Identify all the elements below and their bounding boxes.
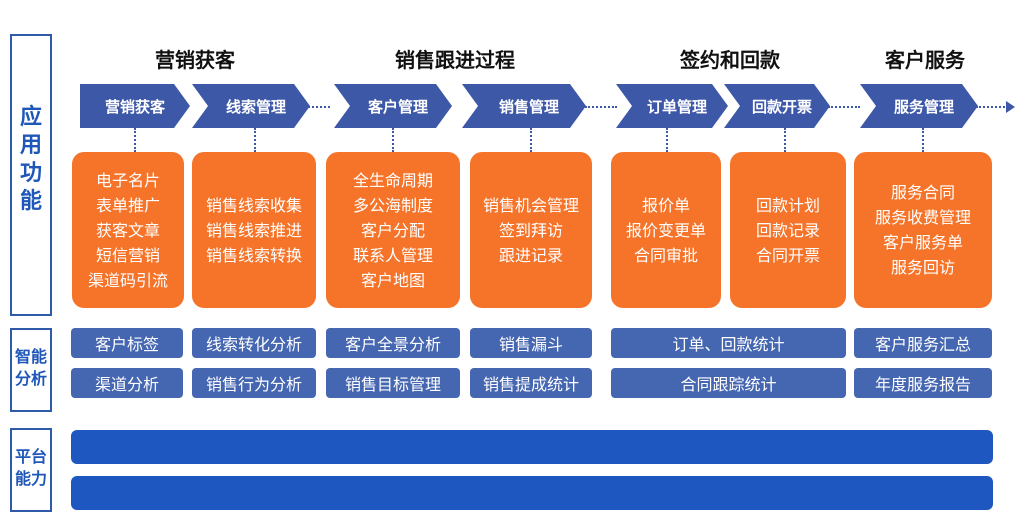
analytics-pill: 渠道分析 [71,368,183,398]
section-platform-label: 平台能力 [14,447,47,488]
flow-connector [300,106,330,108]
card-item: 获客文章 [95,220,160,240]
platform-bar-text [71,430,993,464]
card-item: 服务收费管理 [874,208,971,227]
card-item: 服务回访 [890,258,955,277]
card-item: 表单推广 [95,195,160,215]
flow-step-leads: 线索管理 [192,84,310,128]
card-customers: 全生命周期 多公海制度 客户分配 联系人管理 客户地图 [326,152,460,308]
flow-step-orders: 订单管理 [616,84,728,128]
analytics-pill: 订单、回款统计 [611,328,846,358]
card-item: 跟进记录 [498,245,563,265]
card-item: 报价单 [641,195,690,215]
analytics-pill: 合同跟踪统计 [611,368,846,398]
section-analytics-box [10,328,52,412]
card-item: 销售机会管理 [482,195,579,215]
section-app-label: 应用功能 [19,105,42,214]
card-connector [784,128,786,152]
card-item: 合同审批 [633,245,698,265]
flow-step-marketing: 营销获客 [80,84,190,128]
card-item: 联系人管理 [352,245,433,265]
analytics-pill: 客户全景分析 [326,328,460,358]
flow-step-sales: 销售管理 [462,84,586,128]
card-item: 销售线索转换 [205,245,302,265]
card-item: 客户分配 [360,220,425,240]
card-connector [134,128,136,152]
card-item: 渠道码引流 [87,270,168,290]
card-item: 报价变更单 [625,220,706,240]
card-item: 签到拜访 [498,220,563,240]
card-service: 服务合同 服务收费管理 客户服务单 服务回访 [854,152,992,308]
card-connector [392,128,394,152]
card-connector [254,128,256,152]
platform-bar [71,476,993,510]
card-connector [530,128,532,152]
card-item: 多公海制度 [352,195,433,215]
section-platform-box [10,428,52,512]
flow-step-customers: 客户管理 [334,84,452,128]
flow-connector [828,106,860,108]
analytics-pill: 销售提成统计 [470,368,592,398]
flow-end-arrowhead-icon [1006,101,1015,113]
platform-bar [71,430,993,464]
card-connector [666,128,668,152]
card-item: 电子名片 [95,170,160,190]
card-connector [922,128,924,152]
card-leads: 销售线索收集 销售线索推进 销售线索转换 [192,152,316,308]
card-sales: 销售机会管理 签到拜访 跟进记录 [470,152,592,308]
analytics-pill: 年度服务报告 [854,368,992,398]
section-analytics-label: 智能分析 [14,347,47,388]
card-item: 合同开票 [755,245,820,265]
card-item: 销售线索收集 [205,195,302,215]
flow-connector [976,106,1008,108]
analytics-pill: 客户服务汇总 [854,328,992,358]
stage-title-contract-payment: 签约和回款 [680,48,780,72]
flow-step-service: 服务管理 [860,84,978,128]
card-item: 短信营销 [95,245,160,265]
flow-connector [585,106,617,108]
analytics-pill: 销售目标管理 [326,368,460,398]
analytics-pill: 线索转化分析 [192,328,316,358]
stage-title-sales-process: 销售跟进过程 [395,48,515,72]
platform-bar-text [71,476,993,510]
card-item: 回款记录 [755,220,820,240]
stage-title-marketing: 营销获客 [155,48,235,72]
card-orders: 报价单 报价变更单 合同审批 [611,152,721,308]
analytics-pill: 销售漏斗 [470,328,592,358]
card-marketing: 电子名片 表单推广 获客文章 短信营销 渠道码引流 [72,152,184,308]
flow-step-payment-invoice: 回款开票 [724,84,830,128]
section-app-box [10,34,52,316]
stage-title-customer-service: 客户服务 [885,48,965,72]
card-item: 销售线索推进 [205,220,302,240]
card-item: 客户服务单 [882,233,963,252]
card-item: 客户地图 [360,270,425,290]
card-item: 回款计划 [755,195,820,215]
card-item: 服务合同 [890,183,955,202]
analytics-pill: 销售行为分析 [192,368,316,398]
card-item: 全生命周期 [352,170,433,190]
card-payment-invoice: 回款计划 回款记录 合同开票 [730,152,846,308]
analytics-pill: 客户标签 [71,328,183,358]
